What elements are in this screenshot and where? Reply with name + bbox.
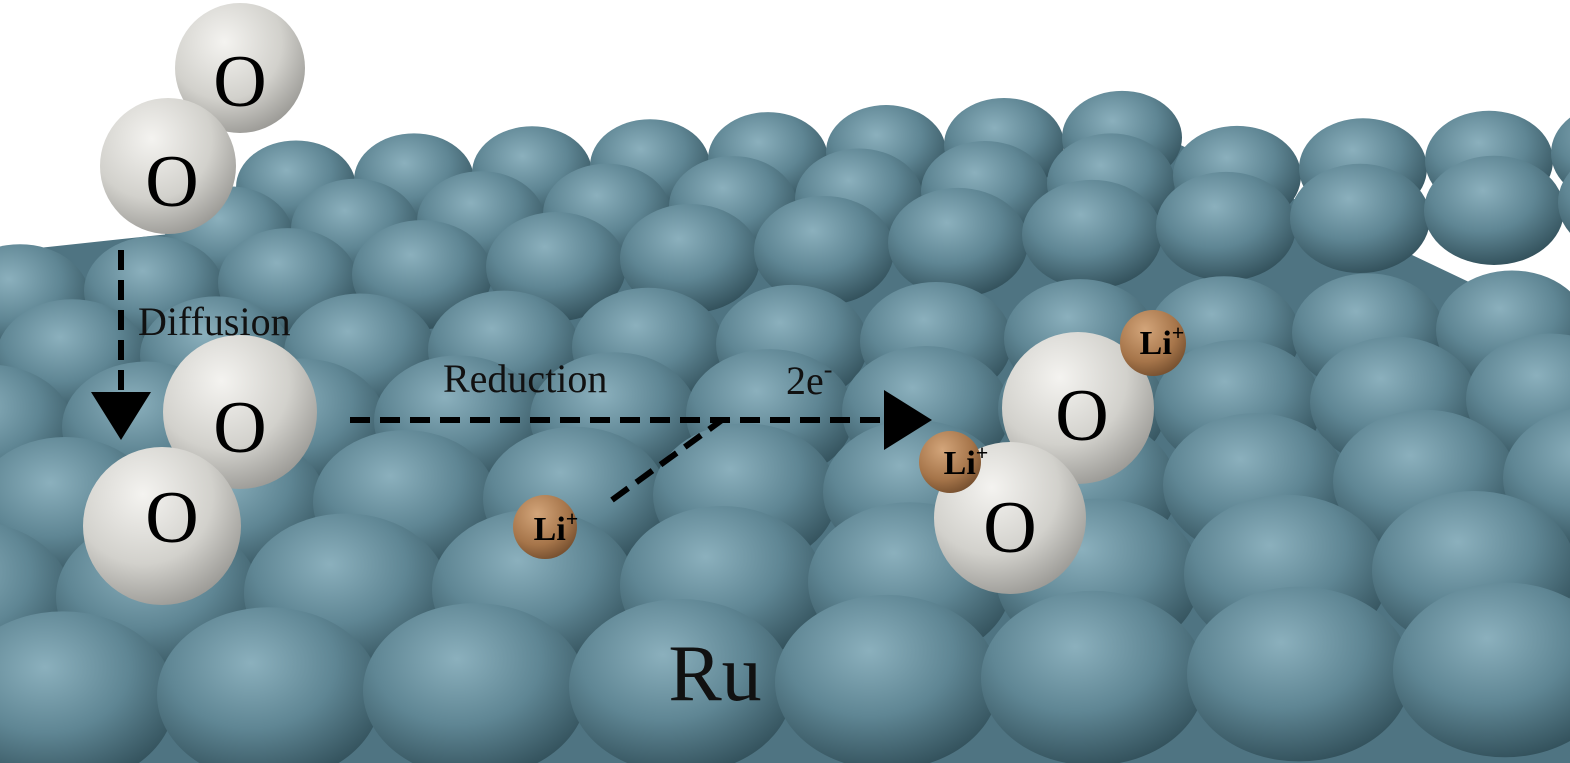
oxygen-atom xyxy=(83,447,241,605)
oxygen-atom xyxy=(100,98,236,234)
ru-atom xyxy=(775,594,999,763)
ru-atom xyxy=(569,599,793,763)
lithium-atom xyxy=(513,495,577,559)
ru-atom xyxy=(1156,171,1296,282)
oxygen-label: O xyxy=(145,477,198,559)
lithium-atom xyxy=(1120,310,1186,376)
ru-atom xyxy=(1022,179,1162,290)
oxygen-atom xyxy=(175,3,305,133)
ru-atom xyxy=(1290,163,1430,273)
ru-atom xyxy=(0,611,175,763)
o2-molecule-incoming: O O xyxy=(100,3,305,234)
diffusion-label: Diffusion xyxy=(138,299,291,344)
lithium-label: Li+ xyxy=(534,506,579,548)
ru-atom xyxy=(1551,117,1570,189)
lithium-label: Li+ xyxy=(944,440,989,482)
ru-atom xyxy=(363,603,587,763)
ru-atom xyxy=(1187,586,1411,762)
electrons-label: 2e- xyxy=(786,355,832,403)
reduction-label: Reduction xyxy=(443,356,607,401)
oxygen-label: O xyxy=(213,41,266,123)
oxygen-label: O xyxy=(145,141,198,223)
ru-atom xyxy=(620,204,760,314)
ru-atom xyxy=(1393,582,1570,758)
lithium-atom xyxy=(919,431,981,493)
lithium-label: Li+ xyxy=(1140,320,1185,362)
oxygen-label: O xyxy=(983,487,1036,569)
li2o2-product: O O Li+ Li+ xyxy=(919,310,1186,594)
ru-atom xyxy=(1424,155,1564,265)
oxygen-atom xyxy=(1002,332,1154,484)
ru-atom xyxy=(754,195,894,306)
oxygen-label: O xyxy=(1055,375,1108,457)
lithium-ion-free: Li+ xyxy=(513,495,578,559)
ru-atom xyxy=(157,607,381,763)
ru-atom xyxy=(888,187,1028,298)
ru-atom xyxy=(1558,171,1570,233)
o2-molecule-adsorbed: O O xyxy=(83,335,317,605)
lithium-path-arrow xyxy=(610,417,724,503)
oxygen-label: O xyxy=(213,387,266,469)
ru-substrate-label: Ru xyxy=(668,630,761,718)
oxygen-atom xyxy=(163,335,317,489)
ru-atom xyxy=(981,590,1205,763)
